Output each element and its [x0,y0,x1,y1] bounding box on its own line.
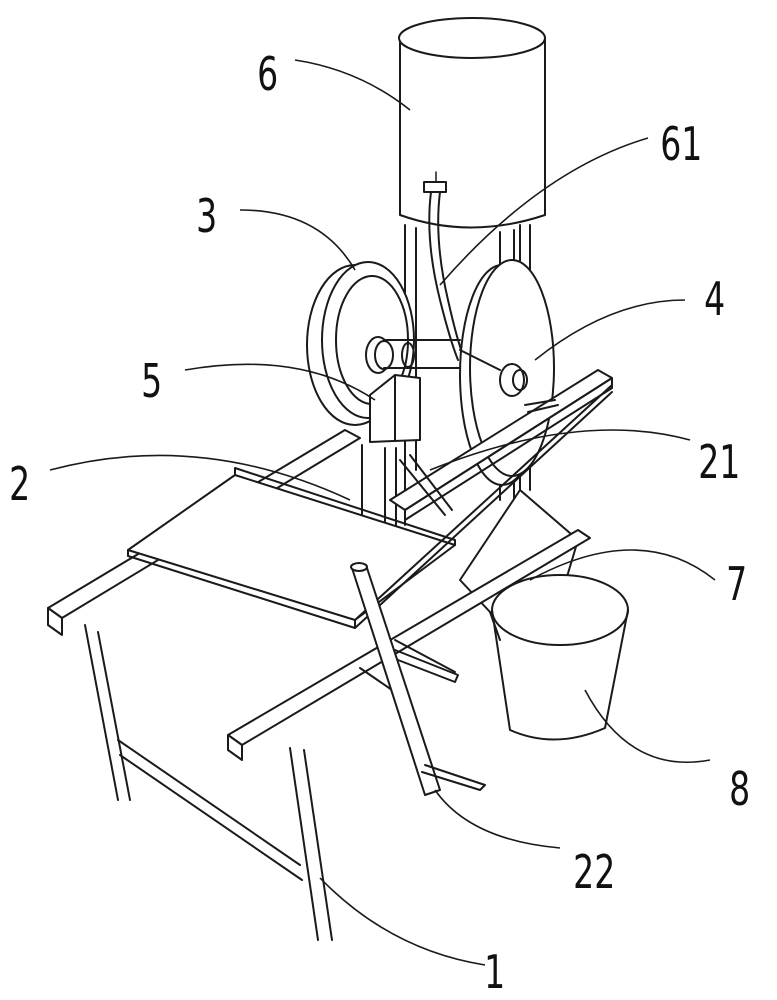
label-3: 3 [196,191,217,244]
label-21: 21 [698,437,740,490]
label-4: 4 [704,274,725,327]
leader-lines [49,59,716,966]
label-8: 8 [729,764,750,817]
label-61: 61 [660,119,702,172]
label-1: 1 [484,947,505,1000]
handle-lever [350,562,486,796]
label-7: 7 [726,559,747,612]
sliding-table [127,384,613,673]
motor-box [361,374,421,526]
bucket [491,574,629,741]
label-6: 6 [257,49,278,102]
label-5: 5 [141,356,162,409]
guide-rail [389,369,613,521]
water-tank [398,17,546,361]
label-2: 2 [9,459,30,512]
label-22: 22 [573,847,615,900]
